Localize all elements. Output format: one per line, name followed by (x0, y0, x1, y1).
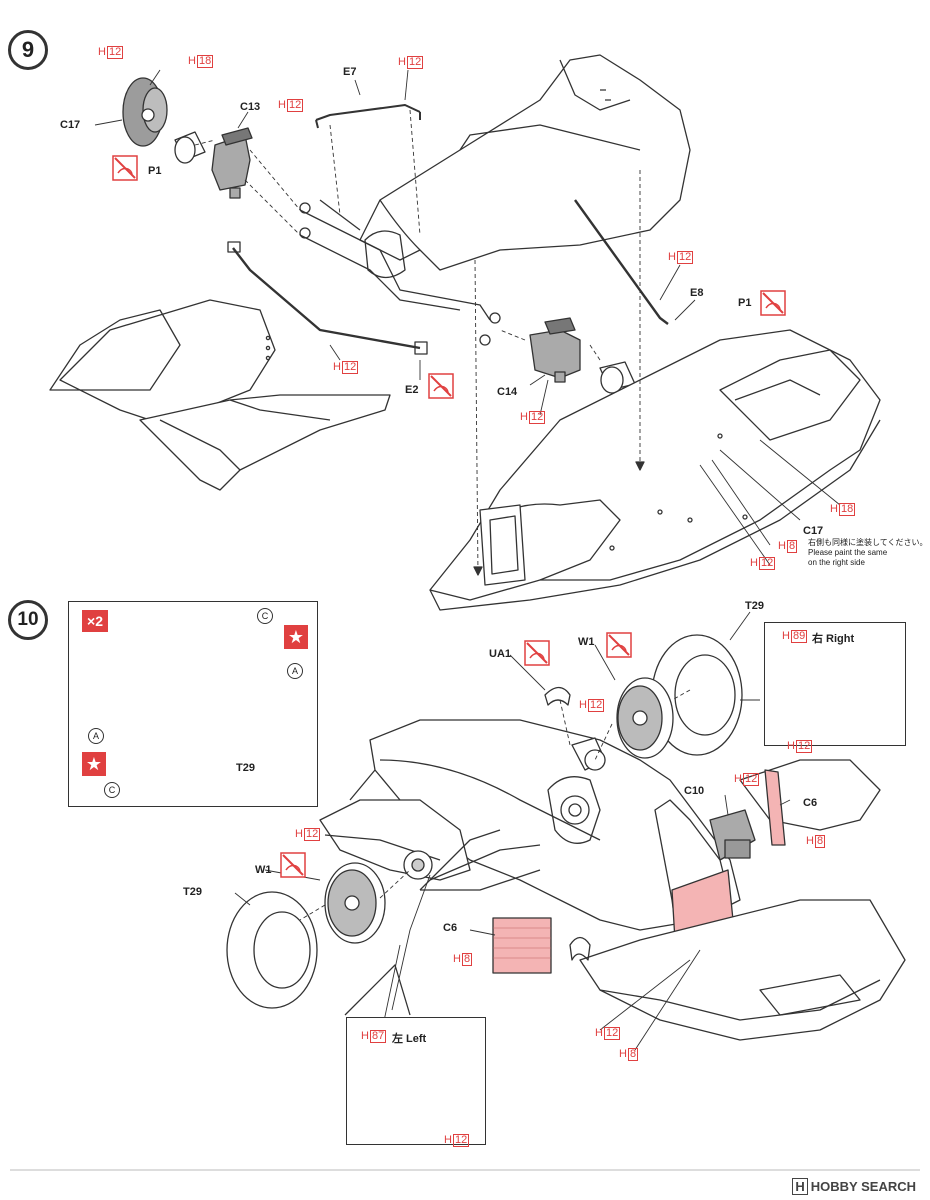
marker-a-right: A (287, 663, 303, 679)
no-cement-icon (428, 373, 454, 399)
part-label-w1-right: W1 (578, 636, 595, 648)
part-label-t29-left: T29 (183, 886, 202, 898)
part-label-c6-left: C6 (443, 922, 458, 934)
watermark-logo: H (792, 1178, 808, 1195)
marker-a-left: A (88, 728, 104, 744)
part-label-p1-right: P1 (738, 297, 752, 309)
left-wheel-label: 左 Left (392, 1033, 427, 1045)
part-label-e7: E7 (343, 66, 357, 78)
part-label-c13: C13 (240, 101, 261, 113)
star-icon: ★ (284, 625, 308, 649)
part-label-c6-right: C6 (803, 797, 818, 809)
no-cement-icon (524, 640, 550, 666)
part-label-c14: C14 (497, 386, 518, 398)
part-label-c17: C17 (60, 119, 81, 131)
part-label-c17-bottom: C17 (803, 525, 824, 537)
part-label-ua1: UA1 (489, 648, 512, 660)
step-9-badge: 9 (8, 30, 48, 70)
part-label-t29-inset: T29 (236, 762, 255, 774)
star-icon: ★ (82, 752, 106, 776)
no-cement-icon (280, 852, 306, 878)
part-label-c10: C10 (684, 785, 705, 797)
part-label-p1: P1 (148, 165, 162, 177)
step-10-badge: 10 (8, 600, 48, 640)
quantity-badge: ×2 (82, 610, 108, 632)
marker-c-bottom: C (104, 782, 120, 798)
no-cement-icon (606, 632, 632, 658)
paint-note: 右側も同様に塗装してください。 Please paint the same on… (808, 538, 928, 567)
right-wheel-label: 右 Right (812, 633, 855, 645)
left-wheel-inset (346, 1017, 486, 1145)
part-label-w1-left: W1 (255, 864, 272, 876)
no-cement-icon (112, 155, 138, 181)
part-label-e2: E2 (405, 384, 419, 396)
no-cement-icon (760, 290, 786, 316)
tyre-assembly-inset (68, 601, 318, 807)
part-label-t29-right: T29 (745, 600, 764, 612)
part-label-e8: E8 (690, 287, 704, 299)
right-wheel-inset (764, 622, 906, 746)
marker-c-top: C (257, 608, 273, 624)
